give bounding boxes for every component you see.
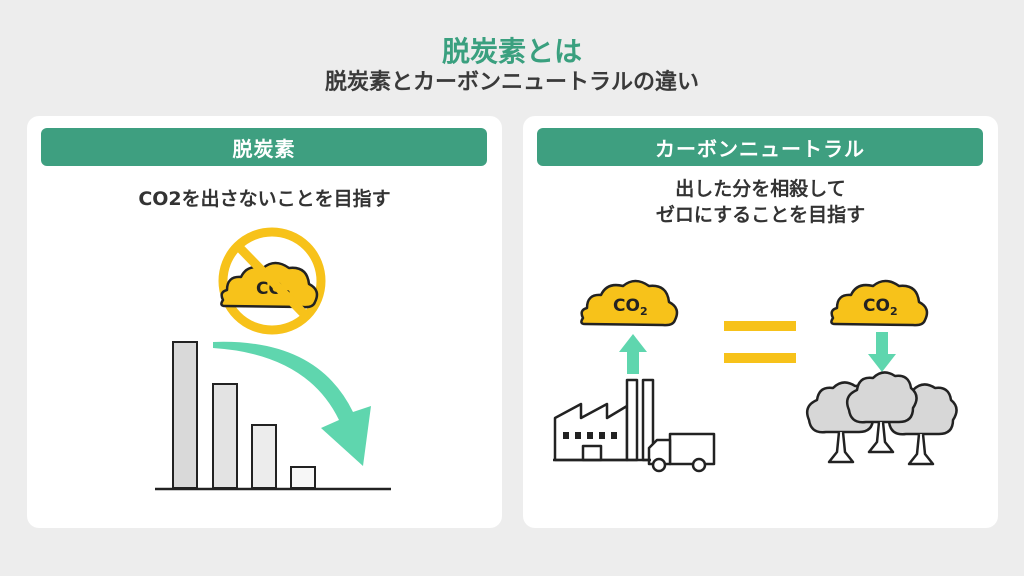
tree-center bbox=[846, 371, 918, 454]
decreasing-bars-icon bbox=[155, 341, 391, 491]
decarbonization-description: CO2を出さないことを目指す bbox=[138, 188, 391, 210]
emission-co2-cloud-icon: CO 2 bbox=[580, 279, 679, 327]
prohibition-slash bbox=[234, 242, 310, 320]
page-subtitle: 脱炭素とカーボンニュートラルの違い bbox=[324, 70, 699, 95]
emission-co2-label: CO bbox=[613, 296, 640, 316]
no-co2-sign-icon: CO 2 bbox=[218, 227, 326, 335]
carbon-neutral-description-line2: ゼロにすることを目指す bbox=[655, 204, 866, 226]
carbon-neutral-illustration: CO 2 bbox=[553, 279, 958, 473]
equals-sign-icon bbox=[724, 321, 796, 363]
factory-icon bbox=[553, 378, 655, 462]
up-arrow-icon bbox=[619, 334, 647, 374]
absorbed-co2-cloud-icon: CO 2 bbox=[830, 279, 929, 327]
decrease-arrow-icon bbox=[213, 341, 371, 466]
carbon-neutral-panel: カーボンニュートラル 出した分を相殺して ゼロにすることを目指す CO 2 bbox=[523, 116, 998, 528]
truck-icon bbox=[647, 432, 716, 473]
absorbed-co2-subscript: 2 bbox=[890, 305, 898, 318]
decarbonization-panel: 脱炭素 CO2を出さないことを目指す CO 2 bbox=[27, 116, 502, 528]
co2-cloud-icon: CO 2 bbox=[220, 261, 319, 309]
decarbonization-illustration: CO 2 bbox=[155, 227, 391, 491]
page-title: 脱炭素とは bbox=[441, 35, 582, 68]
emission-co2-subscript: 2 bbox=[640, 305, 648, 318]
trees-icon bbox=[806, 371, 958, 466]
carbon-neutral-description-line1: 出した分を相殺して bbox=[675, 178, 846, 200]
decarbonization-heading: 脱炭素 bbox=[41, 128, 487, 166]
carbon-neutral-description: 出した分を相殺して ゼロにすることを目指す bbox=[523, 176, 998, 228]
down-arrow-icon bbox=[868, 332, 896, 372]
carbon-neutral-heading: カーボンニュートラル bbox=[537, 128, 983, 166]
absorbed-co2-label: CO bbox=[863, 296, 890, 316]
